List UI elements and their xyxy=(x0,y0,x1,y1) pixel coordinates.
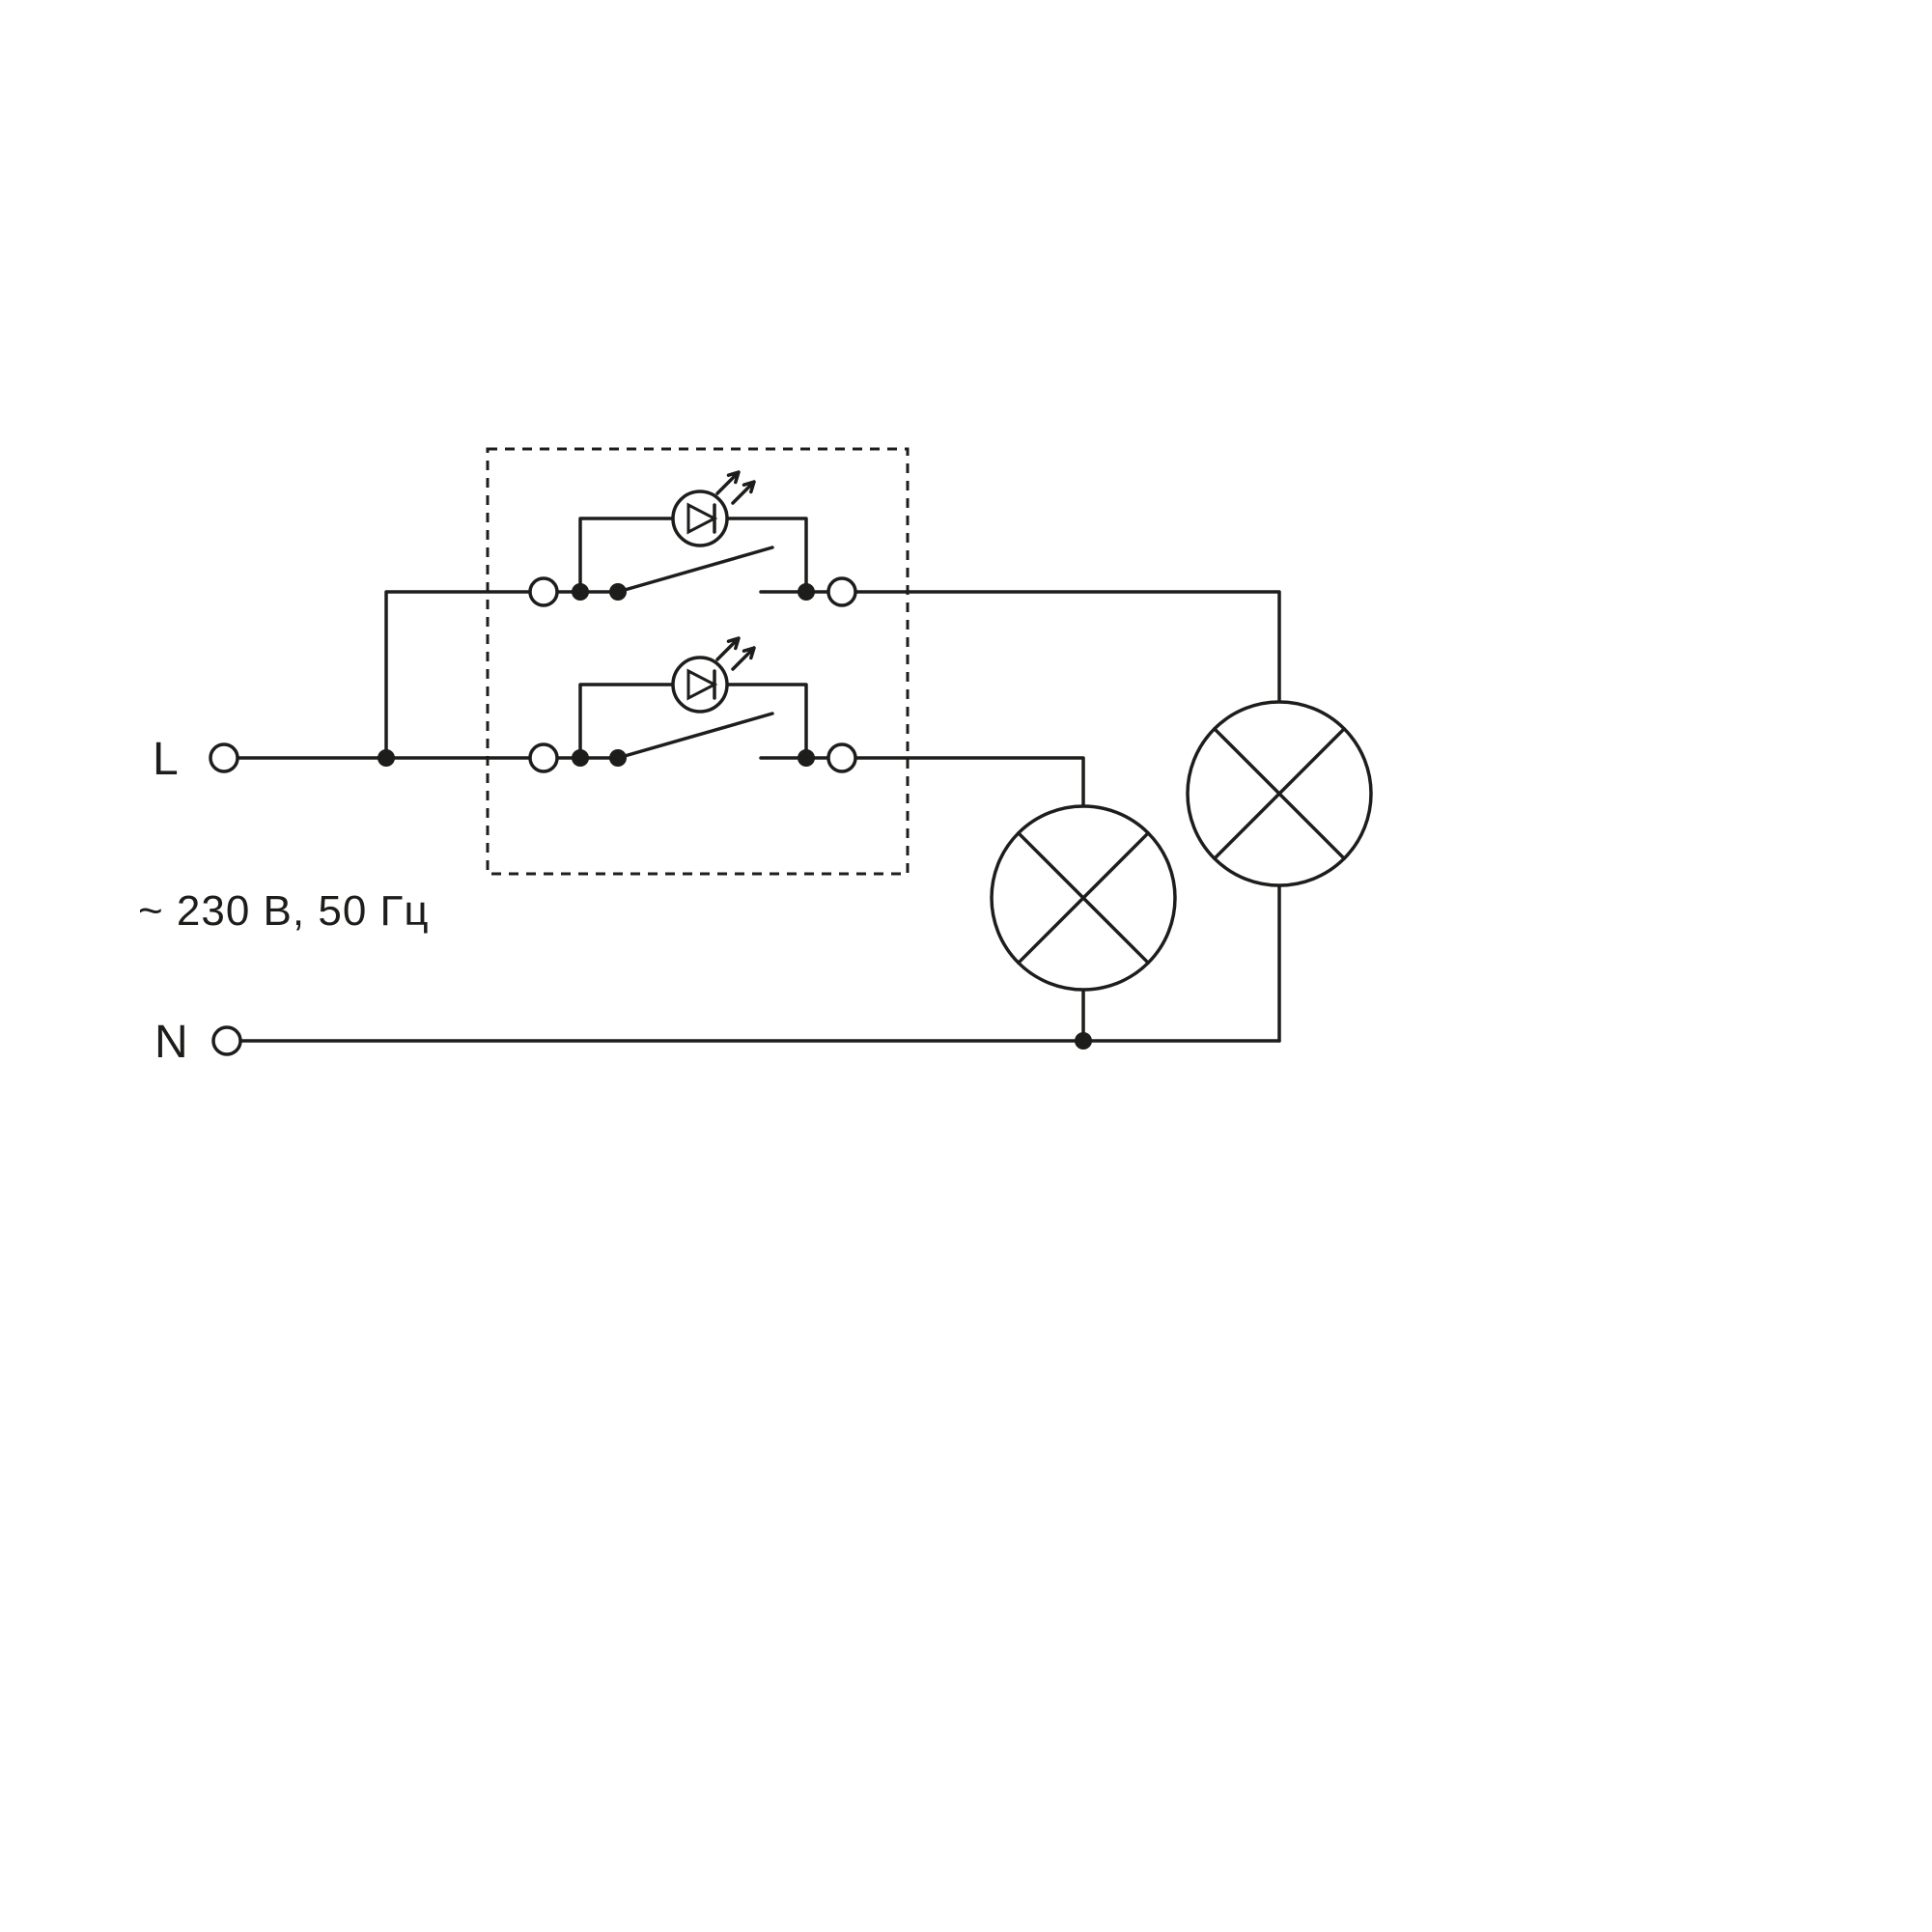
power-rating-label: ~ 230 В, 50 Гц xyxy=(138,887,430,935)
line-terminal xyxy=(209,742,239,773)
switch-enclosure-outline xyxy=(486,447,910,876)
neutral-terminal xyxy=(211,1025,242,1056)
line-terminal-label: L xyxy=(153,734,179,785)
switch2-to-lamp1-wire xyxy=(854,756,1085,808)
junction-dot xyxy=(378,749,395,767)
neutral-terminal-label: N xyxy=(154,1017,188,1068)
line-wiring xyxy=(236,590,532,767)
switch-unit-2 xyxy=(528,636,857,773)
switch1-to-lamp2-wire xyxy=(854,590,1281,704)
line-branch-wire xyxy=(384,590,532,760)
load-wiring xyxy=(854,590,1281,1043)
lamp-1 xyxy=(990,804,1177,992)
switch-unit-1 xyxy=(528,470,857,607)
neutral-wiring xyxy=(238,1032,1281,1050)
lamp-2 xyxy=(1186,700,1373,887)
